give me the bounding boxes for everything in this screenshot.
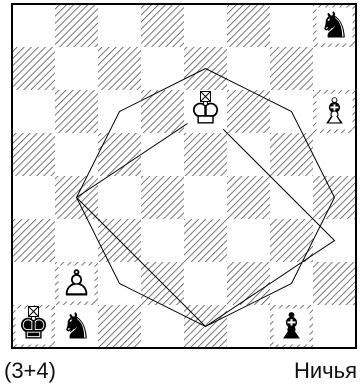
square-h2[interactable] [313, 262, 356, 305]
square-g8[interactable] [270, 4, 313, 47]
square-e2[interactable] [184, 262, 227, 305]
square-d4[interactable] [141, 176, 184, 219]
square-g7[interactable] [270, 47, 313, 90]
black-knight-b1[interactable]: ♞ [59, 307, 95, 348]
square-d5[interactable] [141, 133, 184, 176]
svg-text:♗: ♗ [318, 92, 350, 133]
square-e5[interactable] [184, 133, 227, 176]
material-count: (3+4) [4, 355, 56, 387]
square-a7[interactable] [12, 47, 55, 90]
square-e4[interactable] [184, 176, 227, 219]
svg-text:♙: ♙ [60, 264, 92, 305]
chess-diagram: ♞♔♗♙♚♞♝ [0, 0, 361, 352]
square-h1[interactable] [313, 305, 356, 348]
square-e3[interactable] [184, 219, 227, 262]
square-f6[interactable] [227, 90, 270, 133]
square-a6[interactable] [12, 90, 55, 133]
square-d7[interactable] [141, 47, 184, 90]
result-label: Ничья [294, 355, 357, 387]
square-c8[interactable] [98, 4, 141, 47]
square-d3[interactable] [141, 219, 184, 262]
square-f1[interactable] [227, 305, 270, 348]
white-king-e6[interactable]: ♔ [188, 92, 224, 133]
square-f2[interactable] [227, 262, 270, 305]
square-f7[interactable] [227, 47, 270, 90]
square-e8[interactable] [184, 4, 227, 47]
white-pawn-b2[interactable]: ♙ [59, 264, 95, 305]
square-h7[interactable] [313, 47, 356, 90]
square-b3[interactable] [55, 219, 98, 262]
square-a5[interactable] [12, 133, 55, 176]
square-h5[interactable] [313, 133, 356, 176]
square-g3[interactable] [270, 219, 313, 262]
svg-text:♝: ♝ [275, 307, 307, 348]
square-d1[interactable] [141, 305, 184, 348]
black-king-a1[interactable]: ♚ [16, 307, 52, 348]
square-f3[interactable] [227, 219, 270, 262]
square-b5[interactable] [55, 133, 98, 176]
square-a3[interactable] [12, 219, 55, 262]
square-d8[interactable] [141, 4, 184, 47]
square-c1[interactable] [98, 305, 141, 348]
svg-text:♞: ♞ [318, 6, 350, 47]
black-bishop-g1[interactable]: ♝ [274, 307, 310, 348]
square-b8[interactable] [55, 4, 98, 47]
square-d6[interactable] [141, 90, 184, 133]
black-knight-h8[interactable]: ♞ [317, 6, 353, 47]
square-c5[interactable] [98, 133, 141, 176]
square-c7[interactable] [98, 47, 141, 90]
square-g5[interactable] [270, 133, 313, 176]
square-a2[interactable] [12, 262, 55, 305]
square-a4[interactable] [12, 176, 55, 219]
square-c4[interactable] [98, 176, 141, 219]
white-bishop-h6[interactable]: ♗ [317, 92, 353, 133]
square-f8[interactable] [227, 4, 270, 47]
square-a8[interactable] [12, 4, 55, 47]
svg-text:♞: ♞ [60, 307, 92, 348]
square-f4[interactable] [227, 176, 270, 219]
square-b6[interactable] [55, 90, 98, 133]
square-b7[interactable] [55, 47, 98, 90]
